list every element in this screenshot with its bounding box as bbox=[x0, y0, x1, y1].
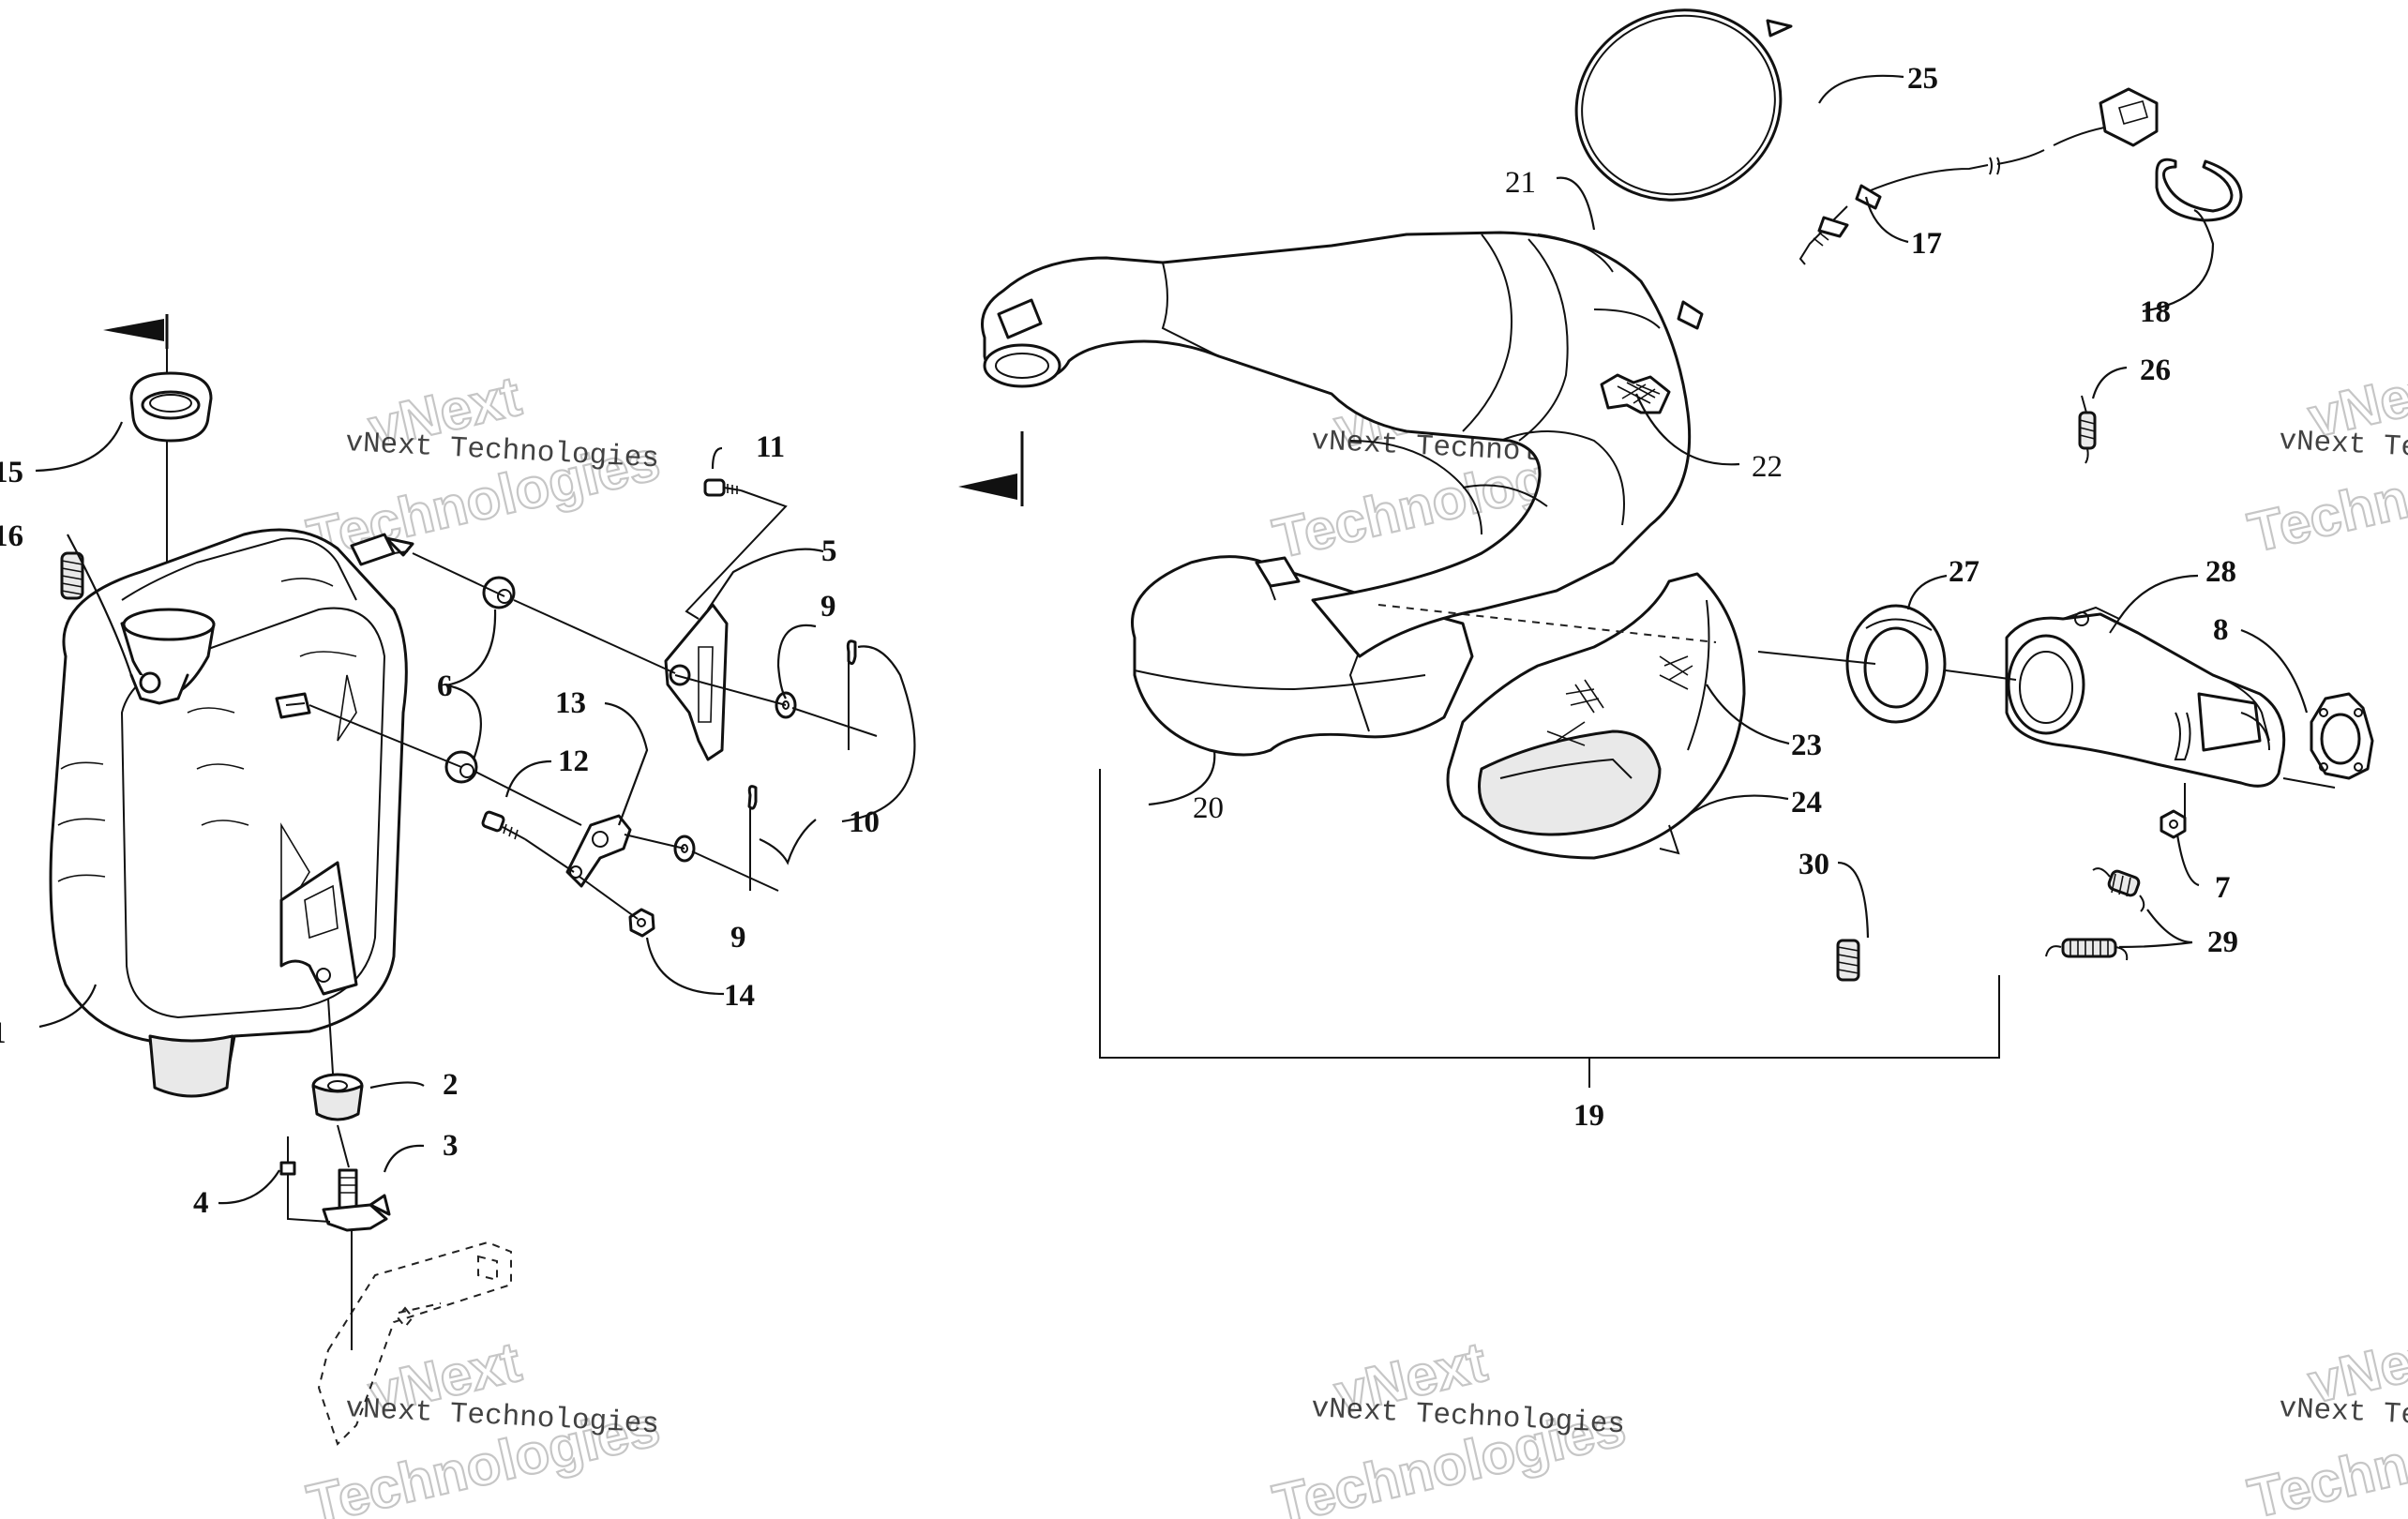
part-24-heat-shield bbox=[1446, 572, 1746, 860]
part-10-clip bbox=[747, 639, 857, 810]
part-16-spring bbox=[60, 551, 84, 600]
callout-3: 3 bbox=[443, 1129, 459, 1163]
callout-4: 4 bbox=[193, 1186, 209, 1220]
callout-28: 28 bbox=[2205, 555, 2236, 589]
callout-26: 26 bbox=[2140, 353, 2171, 387]
part-26-spring bbox=[2078, 395, 2097, 464]
part-11-bolt bbox=[703, 478, 742, 497]
callout-7: 7 bbox=[2215, 871, 2231, 905]
part-5-bracket bbox=[664, 603, 729, 761]
leader-lines-left bbox=[35, 421, 916, 1350]
callout-9: 9 bbox=[730, 921, 746, 955]
part-30-spring bbox=[1836, 939, 1860, 982]
callout-6: 6 bbox=[437, 669, 453, 703]
leader-lines-right bbox=[1099, 74, 2336, 1088]
watermark-group: vNext Technologies vNext Technologies vN… bbox=[301, 353, 2408, 1519]
part-27-gasket bbox=[1845, 604, 1947, 724]
callout-10: 10 bbox=[849, 805, 880, 839]
callout-20: 20 bbox=[1193, 791, 1224, 825]
part-1-muffler bbox=[49, 528, 414, 1098]
callout-labels: 1 2 3 4 5 6 7 8 9 9 10 11 12 13 14 15 16… bbox=[0, 62, 2238, 1220]
callout-12: 12 bbox=[558, 744, 589, 778]
watermark-technologies-partial: Techno bbox=[2243, 459, 2408, 564]
part-13-bracket bbox=[565, 814, 632, 888]
callout-11: 11 bbox=[756, 430, 785, 464]
part-15-grommet bbox=[129, 371, 213, 443]
part-14-nut bbox=[628, 908, 655, 938]
callout-15: 15 bbox=[0, 456, 23, 489]
part-23-decal bbox=[1659, 655, 1693, 690]
part-6-grommet bbox=[444, 576, 516, 784]
callout-13: 13 bbox=[555, 686, 586, 720]
part-7-nut bbox=[2160, 809, 2187, 839]
callout-16: 16 bbox=[0, 519, 23, 553]
callout-18: 18 bbox=[2140, 295, 2171, 329]
chassis-outline bbox=[317, 1241, 512, 1446]
callout-17: 17 bbox=[1911, 227, 1942, 261]
watermark-text-partial: vNext Tec bbox=[2278, 425, 2408, 466]
callout-9: 9 bbox=[820, 590, 836, 624]
callout-22: 22 bbox=[1752, 450, 1783, 484]
callout-2: 2 bbox=[443, 1068, 459, 1102]
callout-27: 27 bbox=[1949, 555, 1979, 589]
flag-icon bbox=[958, 431, 1024, 506]
part-29-spring bbox=[2045, 867, 2145, 961]
part-8-gasket bbox=[2310, 692, 2374, 780]
watermark-text-partial: vNext Tec bbox=[2278, 1392, 2408, 1434]
callout-21: 21 bbox=[1505, 166, 1536, 200]
callout-5: 5 bbox=[821, 534, 837, 568]
part-3-stud bbox=[322, 1168, 391, 1232]
callout-29: 29 bbox=[2207, 925, 2238, 959]
part-2-grommet bbox=[311, 1073, 364, 1121]
callout-8: 8 bbox=[2213, 613, 2229, 647]
callout-1: 1 bbox=[0, 1016, 7, 1050]
watermark-technologies-partial: Techno bbox=[2243, 1425, 2408, 1519]
part-12-bolt bbox=[481, 810, 526, 840]
callout-25: 25 bbox=[1907, 62, 1938, 96]
part-4-screw bbox=[279, 1136, 296, 1176]
callout-23: 23 bbox=[1791, 729, 1822, 762]
callout-14: 14 bbox=[724, 979, 755, 1013]
part-21-expansion-chamber bbox=[981, 231, 1704, 658]
part-18-clip bbox=[2155, 158, 2243, 222]
callout-30: 30 bbox=[1798, 848, 1829, 881]
part-17-sensor bbox=[1798, 87, 2159, 265]
part-28-manifold bbox=[2005, 606, 2286, 788]
callout-19: 19 bbox=[1573, 1099, 1604, 1133]
part-25-clamp bbox=[1574, 8, 1793, 202]
part-22-decal bbox=[1600, 373, 1671, 414]
callout-24: 24 bbox=[1791, 786, 1822, 820]
